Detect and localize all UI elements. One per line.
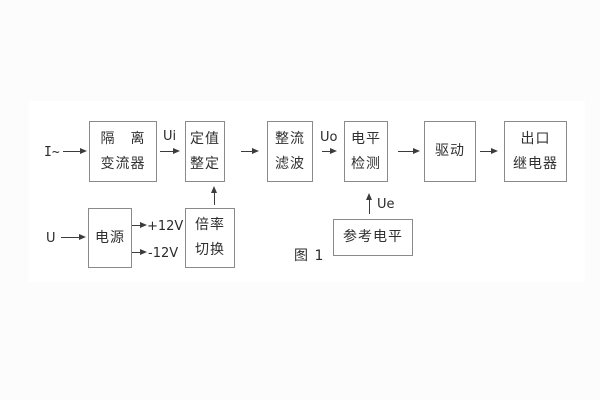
block-level-detect: 电平 检测 xyxy=(344,121,388,182)
block-label-line: 隔 离 xyxy=(100,130,146,147)
block-label-line: 整定 xyxy=(190,155,220,172)
block-setpoint-adjust: 定值 整定 xyxy=(185,121,225,182)
arrow-rectifier-to-level-icon xyxy=(322,148,337,154)
arrow-current-input-icon xyxy=(63,148,87,154)
block-label-line: 切换 xyxy=(195,242,225,258)
block-label-line: 出口 xyxy=(520,130,551,147)
block-label-line: 倍率 xyxy=(195,217,225,233)
block-label-line: 电源 xyxy=(95,229,125,246)
arrow-driver-to-output-icon xyxy=(480,148,498,154)
block-rectifier-filter: 整流 滤波 xyxy=(267,121,313,182)
block-label-line: 继电器 xyxy=(513,155,558,172)
block-label-line: 定值 xyxy=(190,130,220,147)
arrow-voltage-input-icon xyxy=(61,234,86,240)
block-isolation-transformer: 隔 离 变流器 xyxy=(89,121,157,182)
label-uo: Uo xyxy=(320,130,338,145)
label-ue: Ue xyxy=(377,197,395,212)
block-label-line: 变流器 xyxy=(100,155,146,172)
block-output-relay: 出口 继电器 xyxy=(504,121,567,182)
arrow-isolation-to-setpoint-icon xyxy=(160,148,180,154)
block-label-line: 参考电平 xyxy=(343,229,403,245)
block-label-line: 整流 xyxy=(275,130,305,147)
arrow-ratio-to-setpoint-icon xyxy=(210,186,217,205)
block-label-line: 电平 xyxy=(351,130,381,147)
block-label-line: 滤波 xyxy=(275,155,305,172)
label-minus-12v: -12V xyxy=(148,246,179,261)
arrow-plus-12v-icon xyxy=(132,222,147,228)
arrow-reference-to-level-icon xyxy=(365,193,372,214)
figure-caption: 图 1 xyxy=(294,248,325,264)
block-power-supply: 电源 xyxy=(88,208,132,268)
arrow-setpoint-to-rectifier-icon xyxy=(241,148,259,154)
arrow-level-to-driver-icon xyxy=(398,148,420,154)
label-input-voltage: U xyxy=(46,231,56,246)
label-plus-12v: +12V xyxy=(147,219,184,234)
label-input-current: I~ xyxy=(44,145,60,160)
block-reference-level: 参考电平 xyxy=(333,219,413,256)
block-label-line: 驱动 xyxy=(435,143,465,159)
arrow-minus-12v-icon xyxy=(132,249,147,255)
block-label-line: 检测 xyxy=(351,155,381,172)
block-driver: 驱动 xyxy=(424,121,476,182)
label-ui: Ui xyxy=(163,129,177,144)
block-ratio-switch: 倍率 切换 xyxy=(185,208,235,268)
